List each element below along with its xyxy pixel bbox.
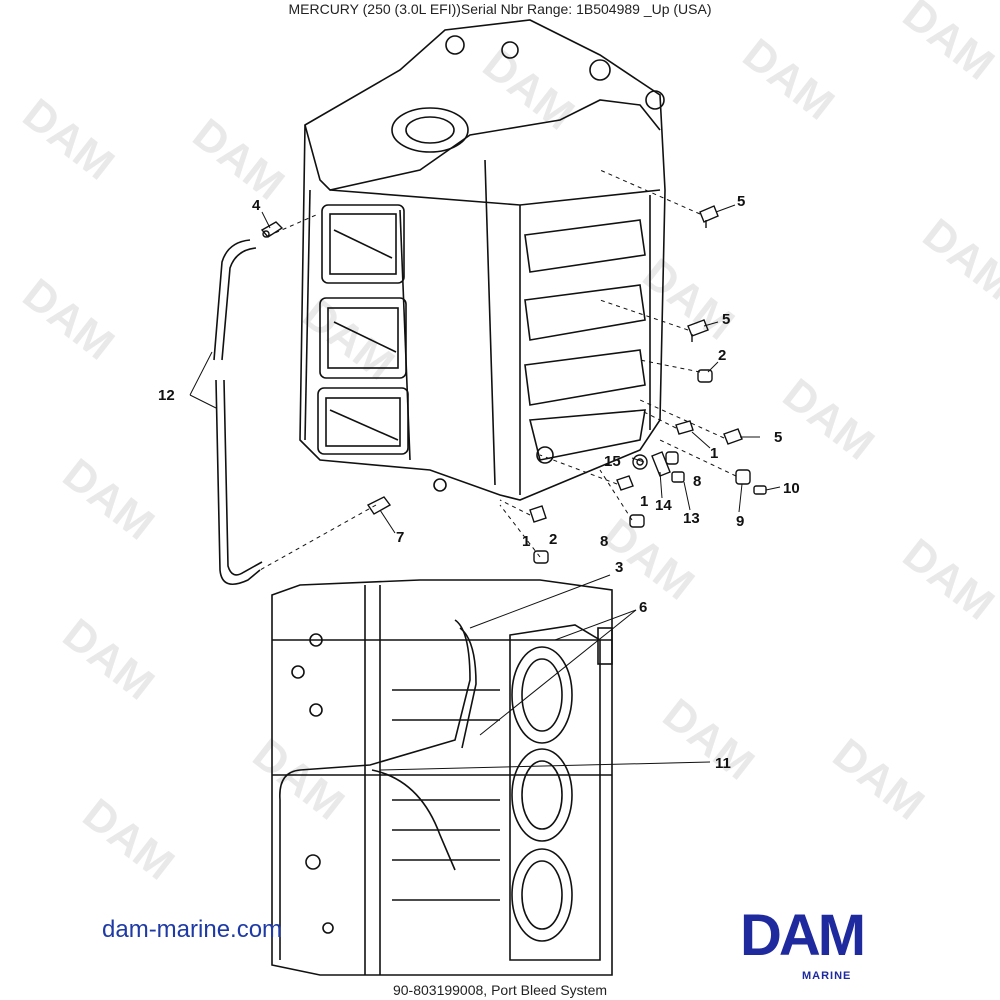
callout-5: 5 — [737, 193, 745, 210]
watermark: DAM — [54, 449, 163, 549]
logo-subtitle: MARINE — [802, 970, 852, 982]
callout-1: 1 — [522, 533, 530, 550]
watermark: DAM — [824, 729, 933, 829]
watermark: DAM — [244, 729, 353, 829]
callout-1: 1 — [640, 493, 648, 510]
logo-wordmark: DAM — [740, 903, 866, 968]
diagram-title: MERCURY (250 (3.0L EFI))Serial Nbr Range… — [288, 1, 712, 17]
callout-14: 14 — [655, 497, 672, 514]
watermark: DAM — [894, 529, 1000, 629]
callout-1: 1 — [710, 445, 718, 462]
callout-3: 3 — [615, 559, 623, 576]
callout-12: 12 — [158, 387, 175, 404]
callout-10: 10 — [783, 480, 800, 497]
callout-15: 15 — [604, 453, 621, 470]
callout-2: 2 — [718, 347, 726, 364]
watermark: DAM — [894, 0, 1000, 90]
callout-6: 6 — [639, 599, 647, 616]
callout-11: 11 — [715, 755, 731, 772]
callout-2: 2 — [549, 531, 557, 548]
callout-5: 5 — [722, 311, 730, 328]
dam-marine-logo: DAM MARINE — [740, 906, 930, 986]
callout-5: 5 — [774, 429, 782, 446]
watermark: DAM — [774, 369, 883, 469]
callout-4: 4 — [252, 197, 261, 214]
watermark: DAM — [294, 289, 403, 389]
bleed-hose — [213, 239, 263, 586]
upper-cylinder-block — [299, 19, 666, 501]
watermark-layer: DAM DAM DAM DAM DAM DAM DAM DAM DAM DAM … — [14, 0, 1000, 890]
callout-8: 8 — [600, 533, 608, 550]
website-link[interactable]: dam-marine.com — [102, 916, 283, 943]
watermark: DAM — [914, 209, 1000, 309]
watermark: DAM — [654, 689, 763, 789]
callout-7: 7 — [396, 529, 404, 546]
watermark: DAM — [184, 109, 293, 209]
diagram-caption: 90-803199008, Port Bleed System — [392, 982, 608, 998]
callout-9: 9 — [736, 513, 744, 530]
callout-13: 13 — [683, 510, 700, 527]
watermark: DAM — [734, 29, 843, 129]
watermark: DAM — [14, 269, 123, 369]
watermark: DAM — [74, 789, 183, 889]
lower-cylinder-block — [271, 579, 613, 976]
callout-labels: 1 1 1 2 2 3 4 5 5 5 6 7 8 8 9 10 11 12 1… — [158, 193, 800, 772]
callout-8: 8 — [693, 473, 701, 490]
watermark: DAM — [54, 609, 163, 709]
watermark: DAM — [14, 89, 123, 189]
leader-lines — [189, 169, 781, 771]
